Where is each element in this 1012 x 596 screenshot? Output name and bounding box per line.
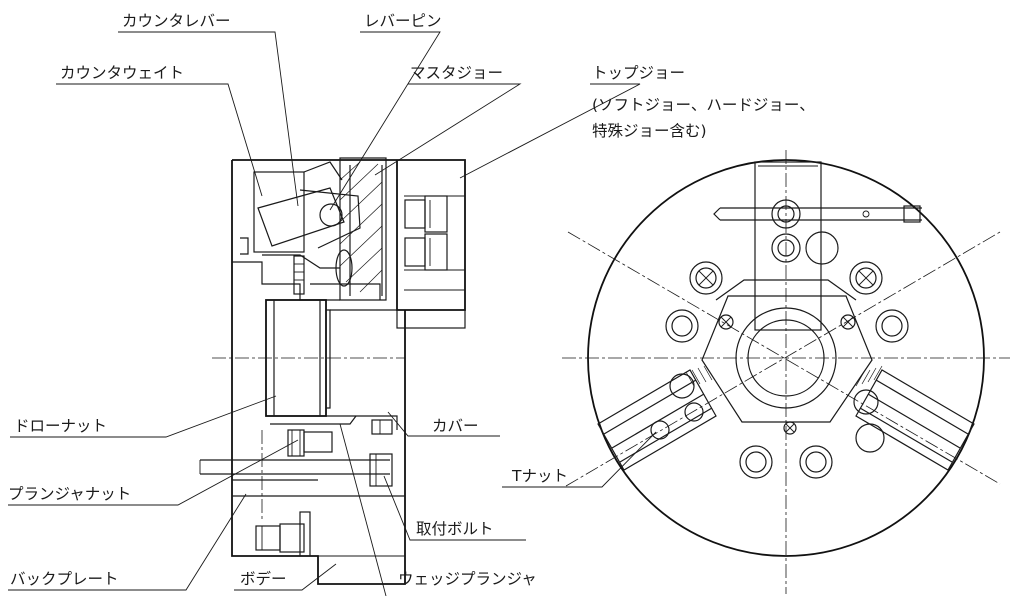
- label-lever-pin: レバーピン: [364, 12, 442, 30]
- label-body: ボデー: [240, 569, 287, 588]
- label-cover: カバー: [432, 417, 479, 435]
- label-wedge-plunger: ウェッジプランジャ: [398, 570, 537, 588]
- front-view: [562, 150, 1010, 594]
- label-draw-nut: ドローナット: [14, 417, 107, 435]
- leader-lines: [8, 31, 657, 596]
- lower-left-slot-hatching: [685, 365, 713, 387]
- label-top-jaw: トップジョー: [592, 64, 685, 82]
- label-t-nut: Tナット: [511, 467, 568, 485]
- master-jaw-hatching: [339, 161, 383, 293]
- cross-section-view: [199, 157, 466, 585]
- label-top-jaw-note-1: (ソフトジョー、ハードジョー、: [592, 96, 815, 114]
- label-top-jaw-note-2: 特殊ジョー含む): [592, 122, 707, 140]
- label-master-jaw: マスタジョー: [410, 64, 503, 82]
- lower-right-slot-hatching: [855, 365, 883, 387]
- labels: カウンタレバー レバーピン カウンタウェイト マスタジョー トップジョー (ソフ…: [8, 12, 815, 588]
- label-counter-lever: カウンタレバー: [122, 12, 231, 30]
- label-counter-weight: カウンタウェイト: [60, 64, 184, 82]
- label-back-plate: バックプレート: [10, 570, 119, 588]
- label-mounting-bolt: 取付ボルト: [416, 520, 494, 538]
- mounting-bolt-holes: [665, 261, 909, 479]
- label-plunger-nut: プランジャナット: [8, 485, 131, 503]
